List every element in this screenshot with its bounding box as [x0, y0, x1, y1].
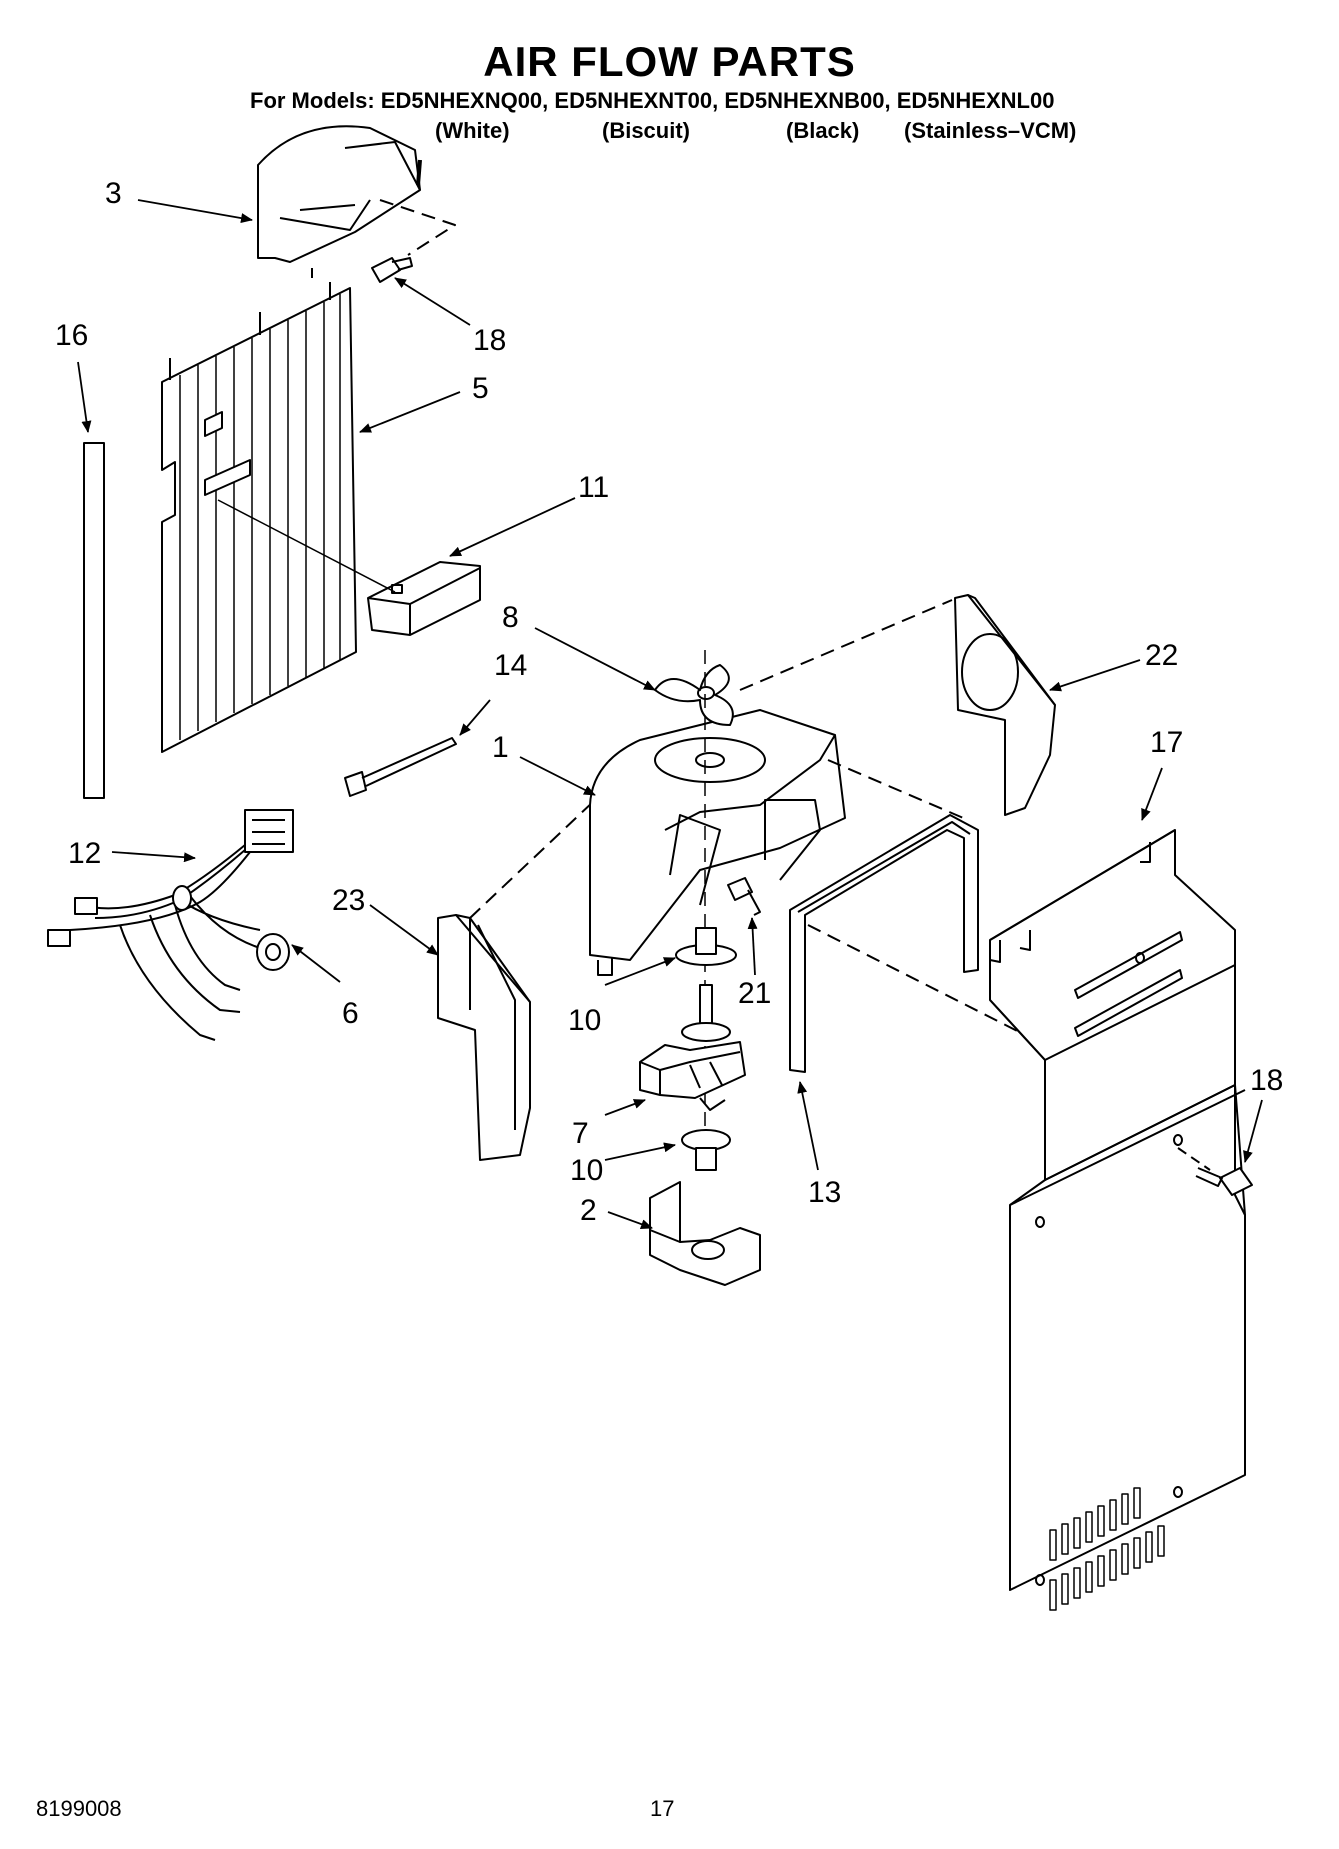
part-17-rear-duct [989, 829, 1246, 1611]
callout-11: 11 [578, 471, 609, 504]
variant-biscuit: (Biscuit) [602, 118, 690, 143]
part-14-cable-tie [344, 737, 457, 797]
callout-8: 8 [502, 601, 519, 634]
document-number: 8199008 [36, 1796, 122, 1821]
models-line: For Models: ED5NHEXNQ00, ED5NHEXNT00, ED… [250, 88, 1055, 113]
part-1-fan-housing [589, 709, 846, 976]
part-13-seal [789, 814, 979, 1073]
callout-18-right: 18 [1250, 1064, 1283, 1097]
callout-10-upper: 10 [568, 1004, 601, 1037]
part-3-duct-cover [257, 125, 422, 263]
part-7-fan-motor [639, 984, 746, 1111]
callout-21: 21 [738, 977, 771, 1010]
part-23-left-panel [437, 914, 531, 1161]
callout-23: 23 [332, 884, 365, 917]
part-22-right-panel [954, 594, 1056, 816]
callout-18-top: 18 [473, 324, 506, 357]
part-5-evaporator-cover [161, 282, 357, 753]
part-21-screw [727, 877, 761, 916]
part-16-foam-strip [83, 442, 105, 799]
callout-6: 6 [342, 997, 359, 1030]
part-18-screw-right [1195, 1167, 1253, 1196]
callout-7: 7 [572, 1117, 589, 1150]
callout-labels: 3 18 16 5 11 8 22 14 17 1 12 23 6 21 10 … [55, 177, 1283, 1227]
callout-16: 16 [55, 319, 88, 352]
page-number: 17 [650, 1796, 675, 1821]
callout-2: 2 [580, 1194, 597, 1227]
variant-stainless: (Stainless–VCM) [904, 118, 1077, 143]
callout-22: 22 [1145, 639, 1178, 672]
part-8-fan-blade [654, 664, 734, 726]
part-10-upper-mount [675, 927, 737, 966]
part-10-lower-mount [681, 1129, 731, 1171]
part-2-motor-bracket [649, 1181, 761, 1286]
variant-white: (White) [435, 118, 510, 143]
part-6-grommet [256, 933, 290, 971]
callout-10-lower: 10 [570, 1154, 603, 1187]
part-18-screw-top [371, 257, 413, 283]
variant-black: (Black) [786, 118, 860, 143]
callout-1: 1 [492, 731, 509, 764]
callout-3: 3 [105, 177, 122, 210]
part-12-wire-harness [47, 809, 294, 1041]
callout-14: 14 [494, 649, 527, 682]
callout-12: 12 [68, 837, 101, 870]
callout-13: 13 [808, 1176, 841, 1209]
part-11-bracket [367, 561, 481, 636]
page-title: AIR FLOW PARTS [483, 38, 856, 85]
callout-5: 5 [472, 372, 489, 405]
callout-17: 17 [1150, 726, 1183, 759]
